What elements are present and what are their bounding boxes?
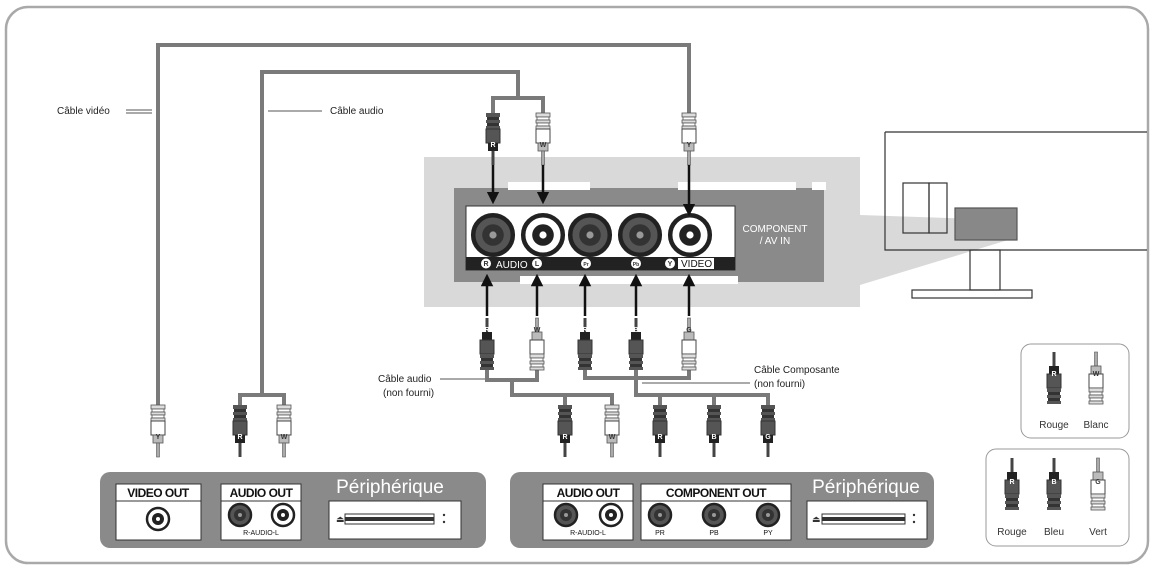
label-audio-cable-supplied-2: (non fourni) <box>383 388 434 399</box>
right-audio-l-jack[interactable] <box>598 502 624 528</box>
legend-top: R W Rouge Blanc <box>1020 343 1130 439</box>
strip-label-r: R <box>483 261 488 268</box>
plug-letter-w-dev2: W <box>609 434 616 441</box>
right-py-jack[interactable] <box>755 502 781 528</box>
legend-letter-b: B <box>1051 479 1056 486</box>
arrows-up <box>480 273 696 316</box>
tv-jack-audio-r[interactable] <box>473 215 513 255</box>
panel-label-av-in: / AV IN <box>760 236 790 247</box>
tv-strip-labels: R AUDIO L Pr Pb Y VIDEO <box>481 258 714 271</box>
plug-letter-b-dev: B <box>711 434 716 441</box>
device-right: AUDIO OUT R-AUDIO-L COMPONENT OUT PR PB … <box>510 472 934 548</box>
right-player-icon: ⏏ <box>806 500 928 540</box>
right-pr-label: PR <box>655 530 665 537</box>
left-audio-l-jack[interactable] <box>270 502 296 528</box>
plug-letter-r-dev3: R <box>657 434 662 441</box>
left-audio-out-label: AUDIO OUT <box>230 486 294 500</box>
left-video-out-label: VIDEO OUT <box>127 486 190 500</box>
legend-letter-g: G <box>1095 479 1101 486</box>
plug-letter-r2-tv: R <box>582 327 587 334</box>
right-audio-r-jack[interactable] <box>553 502 579 528</box>
strip-label-pr: Pr <box>583 262 588 268</box>
legend-blanc: Blanc <box>1083 420 1108 431</box>
plug-letter-g-tv: G <box>686 327 692 334</box>
plug-letter-r-top: R <box>490 142 495 149</box>
plugs-bottom-tv: R W R B G <box>479 317 697 371</box>
right-audio-sub-label: R-AUDIO-L <box>570 530 606 537</box>
plug-letter-r-dev: R <box>237 434 242 441</box>
plug-letter-y-top: Y <box>687 142 692 149</box>
tv-jack-pr[interactable] <box>570 215 610 255</box>
plug-letter-g-dev: G <box>765 434 771 441</box>
plug-letter-r-dev2: R <box>562 434 567 441</box>
device-left: VIDEO OUT AUDIO OUT R-AUDIO-L Périphériq… <box>100 472 486 548</box>
left-audio-r-jack[interactable] <box>227 502 253 528</box>
right-py-label: PY <box>763 530 773 537</box>
tv-jack-pb[interactable] <box>620 215 660 255</box>
label-audio-cable: Câble audio <box>330 106 384 117</box>
left-audio-sub-label: R-AUDIO-L <box>243 530 279 537</box>
right-device-name: Périphérique <box>812 477 920 498</box>
right-pb-jack[interactable] <box>701 502 727 528</box>
svg-text:⏏: ⏏ <box>336 514 345 524</box>
plug-letter-w-tv: W <box>534 327 541 334</box>
legend-letter-w: W <box>1093 371 1100 378</box>
label-video-cable: Câble vidéo <box>57 106 110 117</box>
right-pr-jack[interactable] <box>647 502 673 528</box>
right-audio-out-label: AUDIO OUT <box>557 486 621 500</box>
left-player-icon: ⏏ <box>328 500 462 540</box>
strip-label-l: L <box>535 261 540 268</box>
label-component-cable-2: (non fourni) <box>754 379 805 390</box>
legend-rouge-1: Rouge <box>1039 420 1069 431</box>
label-audio-cable-supplied-1: Câble audio <box>378 374 432 385</box>
legend-bottom: R B G Rouge Bleu Vert <box>985 448 1130 547</box>
tv-jacks <box>473 215 710 255</box>
plug-letter-w-dev: W <box>281 434 288 441</box>
legend-letter-r: R <box>1051 371 1056 378</box>
panel-label-component: COMPONENT <box>743 224 808 235</box>
label-component-cable-1: Câble Composante <box>754 365 840 376</box>
right-component-out-label: COMPONENT OUT <box>666 486 767 500</box>
plug-letter-w-top: W <box>540 142 547 149</box>
strip-label-y: Y <box>668 261 673 268</box>
plug-letter-b-tv: B <box>633 327 638 334</box>
tv-monitor-icon <box>884 131 1147 299</box>
strip-label-video: VIDEO <box>681 259 712 270</box>
right-pb-label: PB <box>709 530 719 537</box>
left-video-out-jack[interactable] <box>145 506 171 532</box>
left-device-name: Périphérique <box>336 477 444 498</box>
svg-text:⏏: ⏏ <box>812 514 821 524</box>
legend-vert: Vert <box>1089 527 1107 538</box>
plugs-top: R W Y <box>485 112 697 166</box>
plugs-right-device: R W R B G <box>557 404 776 458</box>
arrows-down <box>486 165 696 217</box>
tv-jack-audio-l[interactable] <box>523 215 563 255</box>
legend-bleu: Bleu <box>1044 527 1064 538</box>
tv-jack-video[interactable] <box>670 215 710 255</box>
legend-letter-r2: R <box>1009 479 1014 486</box>
cable-labels: Câble vidéo Câble audio Câble audio (non… <box>57 106 840 399</box>
plug-letter-r-tv: R <box>484 327 489 334</box>
legend-rouge-2: Rouge <box>997 527 1027 538</box>
strip-label-audio: AUDIO <box>496 260 528 271</box>
strip-label-pb: Pb <box>633 262 639 268</box>
plugs-left-device: Y R W <box>150 404 292 458</box>
plug-letter-y-dev: Y <box>156 434 161 441</box>
